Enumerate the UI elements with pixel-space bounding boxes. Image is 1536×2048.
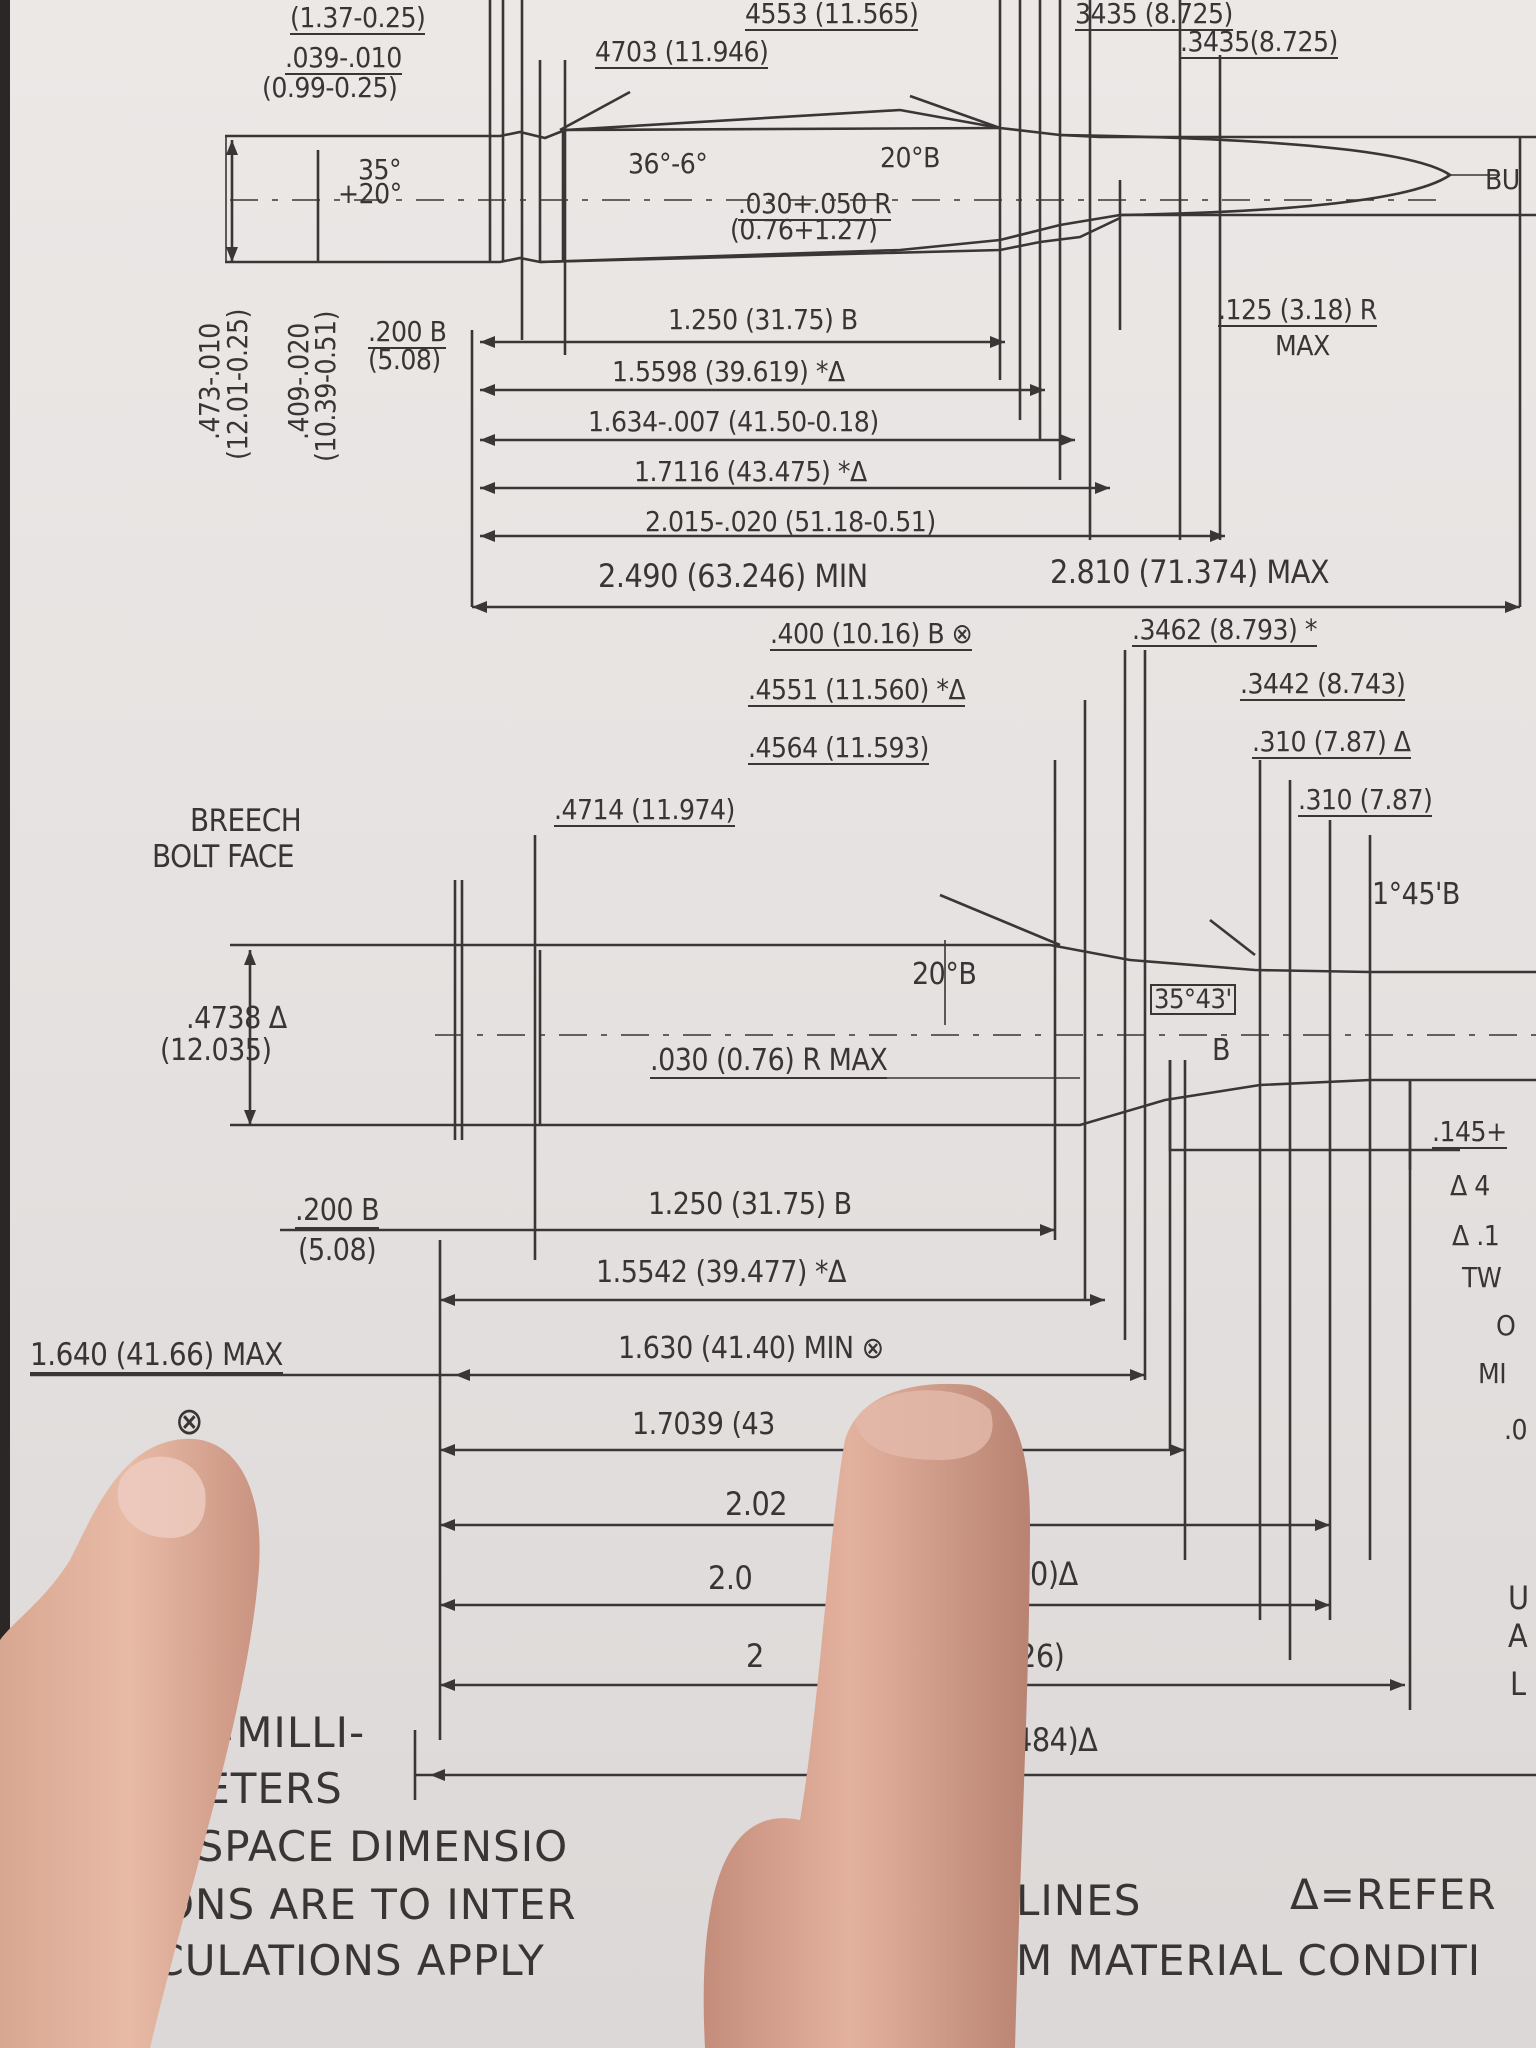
- side-note-e: MI: [1478, 1357, 1507, 1390]
- dim-400: .400 (10.16) B ⊗: [770, 617, 973, 651]
- dim-1640-max: 1.640 (41.66) MAX: [30, 1337, 283, 1374]
- right-fingernail: [855, 1390, 993, 1460]
- dim-4738: .4738 Δ: [186, 1001, 287, 1036]
- dim-rim-thickness-mm: (0.99-0.25): [262, 71, 398, 104]
- bullet-label: BU: [1485, 163, 1520, 196]
- angle-35-43: 35°43': [1150, 984, 1236, 1015]
- dim-4738-mm: (12.035): [160, 1033, 272, 1068]
- side-note-u: U: [1508, 1579, 1529, 1617]
- radius-030-upper-mm: (0.76+1.27): [730, 213, 878, 246]
- dim-2015: 2.015-.020 (51.18-0.51): [645, 505, 936, 538]
- radius-030-lower: .030 (0.76) R MAX: [650, 1043, 888, 1079]
- side-note-b: Δ .1: [1452, 1219, 1500, 1252]
- dim-top-partial-a: (1.37-0.25): [290, 1, 426, 35]
- arrowheads: [226, 140, 1520, 1781]
- angle-36-6: 36°-6°: [628, 147, 708, 180]
- angle-20b-upper: 20°B: [880, 141, 940, 174]
- note-line-3b: M MATERIAL CONDITI: [1016, 1936, 1482, 1985]
- dim-2y: 2: [746, 1637, 764, 1675]
- datum-symbol: ⊗: [175, 1399, 204, 1443]
- left-finger: [0, 1438, 260, 2048]
- radius-125: .125 (3.18) R: [1218, 293, 1377, 327]
- dim-1634: 1.634-.007 (41.50-0.18): [588, 405, 879, 438]
- upper-cartridge-outline: [225, 0, 1536, 609]
- dim-17039: 1.7039 (43: [632, 1407, 775, 1442]
- dim-200b-lower: .200 B: [295, 1193, 380, 1229]
- dim-202: 2.02: [725, 1485, 788, 1523]
- dim-310-a: .310 (7.87) Δ: [1252, 725, 1411, 759]
- side-note-f: .0: [1504, 1413, 1528, 1446]
- side-note-l: L: [1510, 1665, 1526, 1703]
- breech-label: BREECH: [190, 803, 302, 839]
- dim-4551: .4551 (11.560) *Δ: [748, 673, 966, 707]
- side-note-d: O: [1496, 1309, 1516, 1342]
- side-note-c: TW: [1462, 1261, 1502, 1294]
- b-mark: B: [1212, 1033, 1231, 1068]
- left-fingernail: [117, 1456, 206, 1538]
- radius-030-upper: .030+.050 R: [738, 187, 892, 221]
- dim-2810-max: 2.810 (71.374) MAX: [1050, 553, 1330, 591]
- note-line-2c: Δ=REFER: [1290, 1870, 1497, 1919]
- dim-310-b: .310 (7.87): [1298, 783, 1433, 817]
- dim-145: .145+: [1432, 1115, 1507, 1149]
- dim-15598: 1.5598 (39.619) *Δ: [612, 355, 845, 388]
- dim-3435: .3435(8.725): [1180, 25, 1338, 59]
- dim-20x-tail: 0)Δ: [1030, 1555, 1078, 1593]
- dim-2490-min: 2.490 (63.246) MIN: [598, 557, 868, 595]
- dim-15542: 1.5542 (39.477) *Δ: [596, 1255, 846, 1290]
- dim-20x: 2.0: [708, 1559, 753, 1597]
- dim-rim-thickness: .039-.010: [285, 41, 402, 75]
- radius-125-max: MAX: [1275, 329, 1330, 362]
- dim-17116: 1.7116 (43.475) *Δ: [634, 455, 867, 488]
- bolt-face-label: BOLT FACE: [152, 839, 295, 875]
- dim-200b-lower-mm: (5.08): [298, 1233, 377, 1268]
- dim-200b-upper-mm: (5.08): [368, 343, 441, 376]
- note-line-2b: LINES: [1016, 1876, 1142, 1925]
- dim-4564: .4564 (11.593): [748, 731, 929, 765]
- dim-200b-upper: .200 B: [368, 315, 447, 349]
- angle-20b-lower: 20°B: [912, 957, 977, 992]
- dim-4714: .4714 (11.974): [554, 793, 735, 827]
- right-finger: [703, 1383, 1030, 2048]
- dim-3442: .3442 (8.743): [1240, 667, 1406, 701]
- side-note-a2: A: [1508, 1617, 1528, 1655]
- angle-1-45b: 1°45'B: [1372, 877, 1460, 912]
- dim-top-partial-c: 3435 (8.725): [1075, 0, 1233, 31]
- dim-top-partial-b: 4553 (11.565): [745, 0, 919, 31]
- dim-1250-upper: 1.250 (31.75) B: [668, 303, 858, 336]
- dim-3462: .3462 (8.793) *: [1132, 613, 1317, 647]
- angle-plus-20: +20°: [338, 177, 402, 210]
- dim-1630-min: 1.630 (41.40) MIN ⊗: [618, 1331, 884, 1366]
- dim-1250-lower: 1.250 (31.75) B: [648, 1187, 852, 1222]
- angle-35: 35°: [358, 153, 402, 186]
- dim-484: 484)Δ: [1014, 1721, 1098, 1759]
- side-note-a: Δ 4: [1450, 1169, 1490, 1202]
- dim-4703: 4703 (11.946): [595, 35, 769, 69]
